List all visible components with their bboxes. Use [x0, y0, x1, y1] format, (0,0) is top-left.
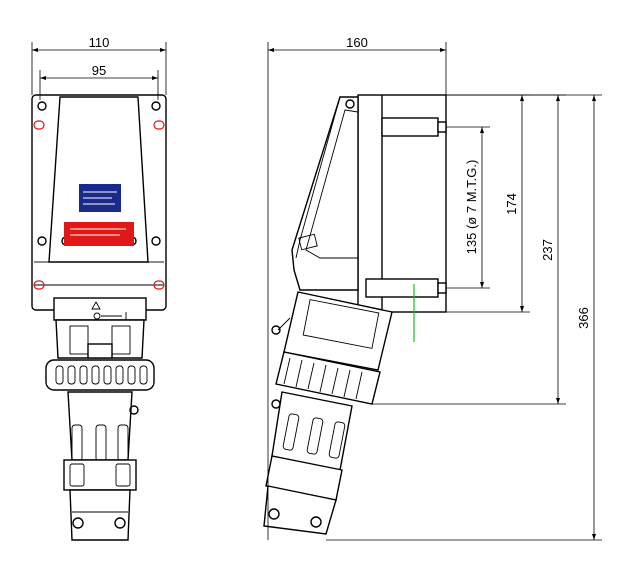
front-knurled-ring	[45, 359, 155, 391]
knurl-ridges	[55, 365, 148, 385]
side-ring-screw	[271, 399, 281, 409]
mount-slot-bl	[33, 280, 45, 290]
screw-top-right	[151, 101, 161, 111]
dim-label-110: 110	[89, 35, 110, 50]
side-gland-screw	[268, 508, 280, 520]
lock-arrow-icon	[93, 312, 127, 320]
socket-detail	[111, 325, 131, 355]
socket-body	[55, 319, 145, 359]
side-bolt-top	[381, 117, 439, 137]
warning-label-red	[64, 222, 134, 246]
dimension-135: 135 (ø 7 M.T.G.)	[446, 126, 490, 289]
dimension-110: 110	[31, 35, 167, 95]
dim-label-237: 237	[540, 239, 555, 261]
side-hinge	[298, 233, 318, 251]
cable-gland	[69, 489, 131, 541]
dim-label-95: 95	[92, 63, 106, 78]
side-cover-screw	[345, 99, 355, 109]
mount-slot-br	[153, 280, 165, 290]
mount-slot-tl	[33, 120, 45, 130]
side-view: 160 135 (ø 7 M.T.G.) 174 237	[263, 35, 602, 541]
side-cable-gland	[263, 485, 337, 535]
side-socket-arm	[277, 317, 291, 331]
dim-label-135: 135 (ø 7 M.T.G.)	[464, 160, 479, 255]
side-socket-screw	[271, 325, 281, 335]
side-plug-grip	[282, 413, 346, 459]
screw-mid-left	[37, 236, 47, 246]
side-bolt-bottom	[365, 278, 439, 298]
side-cover	[291, 96, 359, 291]
gland-screw	[72, 517, 84, 529]
clamp-detail	[69, 463, 85, 487]
side-bolt-head-bottom	[437, 282, 447, 294]
socket-detail	[69, 325, 89, 355]
dimension-95: 95	[39, 63, 159, 100]
side-cover-inner	[305, 109, 359, 259]
clamp-detail	[115, 463, 131, 487]
side-bolt-head-top	[437, 121, 447, 133]
dim-label-174: 174	[504, 193, 519, 215]
screw-mid-right	[151, 236, 161, 246]
side-socket-window	[302, 299, 380, 349]
dimension-366: 366	[326, 94, 602, 541]
dim-label-160: 160	[346, 35, 368, 50]
socket-latch	[87, 343, 113, 359]
side-socket-body	[283, 291, 393, 371]
dimension-174: 174	[446, 94, 530, 313]
side-cover-edge	[295, 96, 341, 259]
plug-screw	[129, 405, 139, 415]
warning-triangle-icon	[91, 301, 101, 310]
dimension-237: 237	[372, 94, 566, 405]
gland-screw	[114, 517, 126, 529]
dimension-160: 160	[267, 35, 447, 540]
plug-clamp	[63, 459, 137, 491]
plug-body	[67, 391, 133, 461]
side-knurl-ridges	[283, 357, 363, 400]
dim-label-366: 366	[576, 307, 591, 329]
screw-top-left	[37, 101, 47, 111]
front-view: 110 95	[31, 35, 167, 541]
mount-slot-tr	[153, 120, 165, 130]
side-gland-screw	[310, 516, 322, 528]
